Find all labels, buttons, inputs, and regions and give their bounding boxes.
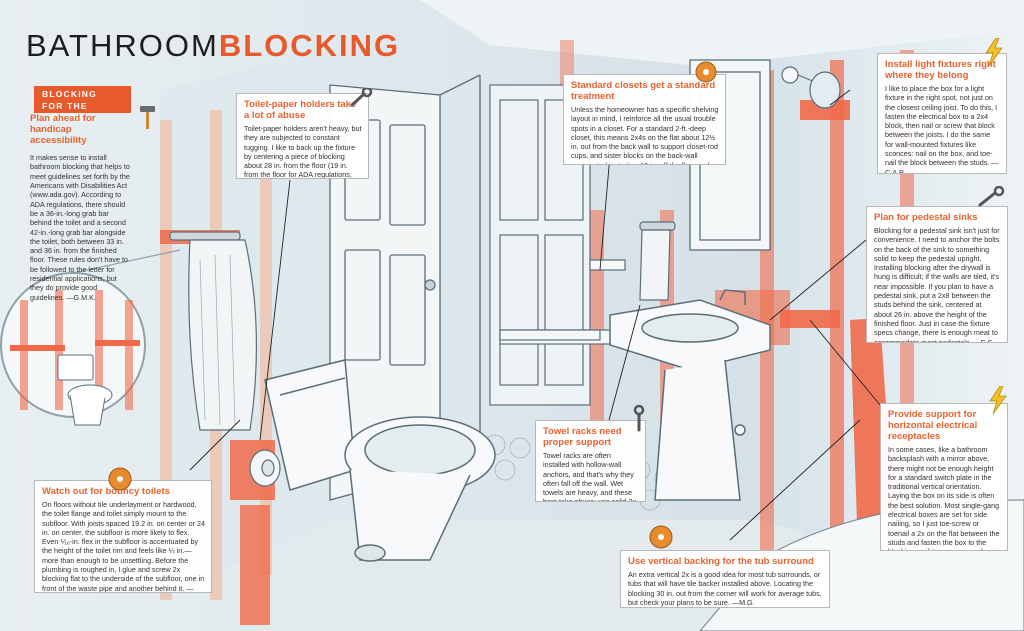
callout-body: In some cases, like a bathroom backsplas… [888, 445, 1000, 550]
callout-heading: Plan for pedestal sinks [874, 212, 978, 223]
callout-electrical: Provide support for horizontal electrica… [880, 403, 1008, 551]
closet-shelf [499, 329, 601, 341]
lightning-bolt-icon [989, 386, 1007, 414]
section-tag-line1: BLOCKING [42, 89, 97, 99]
callout-tub-surround: Use vertical backing for the tub surroun… [620, 550, 830, 608]
callout-heading: Install light fixtures right where they … [885, 59, 996, 81]
callout-heading: Toilet-paper holders take a lot of abuse [244, 99, 357, 121]
hammer-icon [140, 106, 155, 129]
toilet [264, 359, 496, 562]
title-part1: BATHROOM [26, 28, 219, 63]
section-tag-line2: FOR THE FUTURE [42, 101, 88, 123]
wrench-icon [633, 404, 645, 432]
ada-inset-circle [0, 249, 181, 426]
callout-closets: Standard closets get a standard treatmen… [563, 74, 726, 165]
pedestal-sink [609, 289, 771, 501]
wall-sconce [781, 66, 841, 109]
callout-accessibility: Plan ahead for handicap accessibility It… [30, 113, 130, 309]
saw-blade-icon [649, 525, 673, 549]
title-part2: BLOCKING [218, 28, 401, 63]
saw-blade-icon [695, 61, 717, 83]
closet-door [329, 74, 481, 501]
callout-heading: Provide support for horizontal electrica… [888, 409, 978, 442]
light-fixture-blocking [800, 100, 850, 120]
callout-body: It makes sense to install bathroom block… [30, 153, 130, 302]
leader-lines [189, 89, 881, 541]
wrench-icon [978, 186, 1005, 207]
section-tag: BLOCKING FOR THE FUTURE [34, 86, 131, 123]
towel-bar-and-towel [169, 221, 676, 431]
callout-body: Toilet-paper holders aren't heavy, but t… [244, 124, 362, 179]
wrench-icon [350, 88, 373, 107]
callout-heading: Towel racks need proper support [543, 426, 622, 448]
callout-body: I like to place the box for a light fixt… [885, 84, 999, 174]
callout-body: Towel racks are often installed with hol… [543, 451, 637, 502]
callout-toilet-paper: Toilet-paper holders take a lot of abuse… [236, 93, 369, 179]
callout-body: Unless the homeowner has a specific shel… [571, 105, 719, 164]
callout-body: Blocking for a pedestal sink isn't just … [874, 226, 1000, 343]
callout-heading: Standard closets get a standard treatmen… [571, 80, 716, 102]
page-title: BATHROOMBLOCKING [26, 28, 400, 64]
callout-pedestal-sinks: Plan for pedestal sinks Blocking for a p… [866, 206, 1008, 343]
callout-towel-racks: Towel racks need proper support Towel ra… [535, 420, 646, 502]
callout-light-fixtures: Install light fixtures right where they … [877, 53, 1007, 174]
callout-heading: Watch out for bouncy toilets [42, 486, 170, 497]
saw-blade-icon [108, 467, 132, 491]
lightning-bolt-icon [985, 38, 1003, 66]
callout-heading: Use vertical backing for the tub surroun… [628, 556, 814, 567]
callout-bouncy-toilets: Watch out for bouncy toilets On floors w… [34, 480, 212, 593]
callout-heading: Plan ahead for handicap accessibility [30, 113, 96, 146]
receptacle-blocking [780, 310, 840, 328]
callout-body: On floors without tile underlayment or h… [42, 500, 206, 593]
callout-body: An extra vertical 2x is a good idea for … [628, 570, 822, 607]
toilet-paper-roll [249, 449, 281, 487]
